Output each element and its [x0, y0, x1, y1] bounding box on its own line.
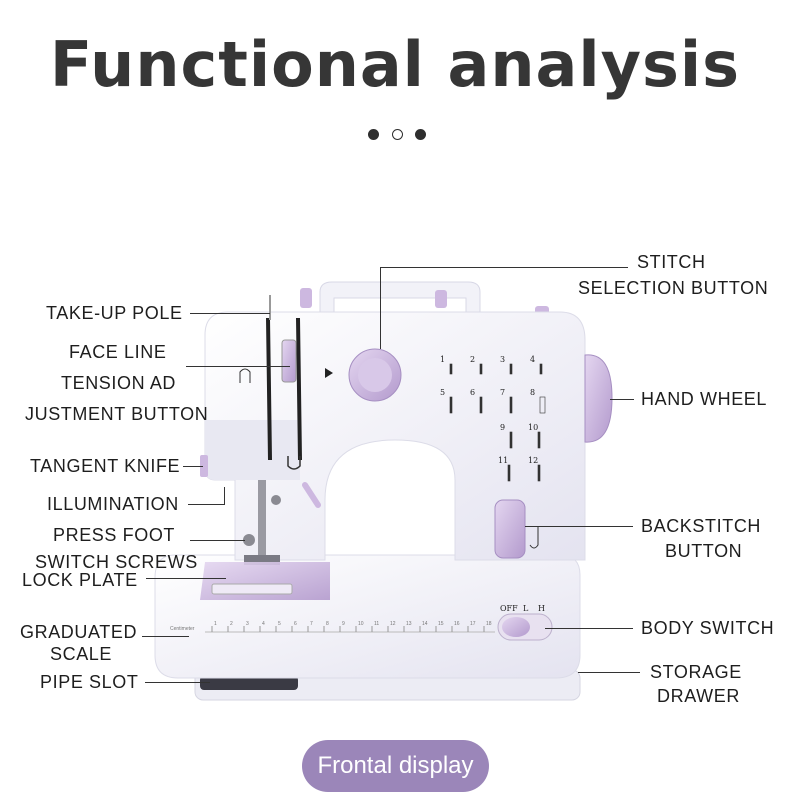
label-face-line: FACE LINE [69, 342, 167, 362]
stitch-pattern-icon [537, 464, 541, 482]
leader-line [380, 267, 628, 268]
ruler-number: 5 [278, 621, 281, 627]
leader-line [578, 672, 640, 673]
stitch-number: 1 [440, 355, 445, 364]
pager-dot-active[interactable] [392, 129, 403, 140]
stitch-pattern-icon [509, 431, 513, 449]
stitch-number: 11 [498, 456, 508, 465]
stitch-number: 6 [470, 388, 475, 397]
ruler-unit: Centimeter [170, 626, 195, 632]
leader-line [545, 628, 633, 629]
label-press-foot: PRESS FOOT [53, 525, 176, 545]
leader-line [380, 267, 381, 349]
leader-line [142, 636, 189, 637]
stitch-number: 8 [530, 388, 535, 397]
tangent-knife [200, 455, 208, 477]
ruler-number: 1 [214, 621, 217, 627]
ruler-number: 18 [486, 621, 492, 627]
stitch-number: 3 [500, 355, 505, 364]
stitch-pattern-icon [509, 363, 513, 375]
label-body-switch: BODY SWITCH [641, 618, 775, 638]
ruler-number: 13 [406, 621, 412, 627]
label-lock-plate: LOCK PLATE [22, 570, 138, 590]
leader-line [525, 526, 633, 527]
switch-label-off: OFF [500, 604, 518, 613]
ruler-number: 11 [374, 621, 379, 627]
label-take-up-pole: TAKE-UP POLE [46, 303, 183, 323]
hand-wheel [584, 354, 613, 443]
leader-line [183, 466, 203, 467]
ruler-number: 15 [438, 621, 444, 627]
tension-knob [281, 339, 297, 383]
ruler-number: 16 [454, 621, 460, 627]
needle-bar [258, 480, 266, 560]
stitch-pattern-icon [449, 396, 453, 414]
label-storage: STORAGE [650, 662, 742, 682]
leader-line [188, 504, 225, 505]
label-button: BUTTON [665, 541, 743, 561]
label-stitch: STITCH [637, 252, 706, 272]
label-tension: TENSION AD [61, 373, 177, 393]
stitch-number: 5 [440, 388, 445, 397]
label-scale: SCALE [50, 644, 113, 664]
label-graduated: GRADUATED [20, 622, 138, 642]
pipe-slot [200, 676, 298, 690]
label-switch-screws: SWITCH SCREWS [35, 552, 198, 572]
ruler-number: 10 [358, 621, 364, 627]
ruler-number: 14 [422, 621, 428, 627]
ruler-number: 9 [342, 621, 345, 627]
carry-handle [319, 281, 481, 313]
stitch-number: 7 [500, 388, 505, 397]
ruler-number: 2 [230, 621, 233, 627]
pager-dot[interactable] [415, 129, 426, 140]
press-foot-screw [243, 534, 255, 546]
ruler-number: 17 [470, 621, 476, 627]
leader-line [146, 578, 226, 579]
pager-dot[interactable] [368, 129, 379, 140]
ruler-number: 8 [326, 621, 329, 627]
page-title: Functional analysis [49, 28, 741, 101]
stitch-number: 4 [530, 355, 535, 364]
stitch-pattern-icon [449, 363, 453, 375]
stitch-number: 12 [528, 456, 538, 465]
label-tangent-knife: TANGENT KNIFE [30, 456, 181, 476]
stitch-pattern-icon [537, 431, 541, 449]
label-drawer: DRAWER [657, 686, 740, 706]
ruler-number: 3 [246, 621, 249, 627]
stitch-pattern-icon [507, 464, 511, 482]
ruler-number: 6 [294, 621, 297, 627]
stitch-pattern-icon [479, 363, 483, 375]
leader-line [145, 682, 210, 683]
label-adjustment-button: JUSTMENT BUTTON [25, 404, 209, 424]
label-selection-button: SELECTION BUTTON [578, 278, 769, 298]
stitch-number: 2 [470, 355, 475, 364]
label-pipe-slot: PIPE SLOT [40, 672, 139, 692]
stitch-pattern-icon [539, 363, 543, 375]
leader-line [186, 366, 290, 367]
label-illumination: ILLUMINATION [47, 494, 179, 514]
stitch-number: 10 [528, 423, 538, 432]
leader-line [190, 540, 245, 541]
label-hand-wheel: HAND WHEEL [641, 389, 768, 409]
stitch-pattern-icon [539, 396, 546, 414]
switch-label-h: H [538, 604, 545, 613]
stitch-pattern-icon [509, 396, 513, 414]
switch-label-l: L [523, 604, 529, 613]
thread-path [266, 317, 302, 461]
stitch-pattern-icon [479, 396, 483, 414]
leader-line [190, 313, 270, 314]
spool-pin [300, 288, 312, 308]
leader-line [610, 399, 634, 400]
ruler-number: 12 [390, 621, 396, 627]
press-foot [244, 555, 280, 565]
label-backstitch: BACKSTITCH [641, 516, 762, 536]
leader-line [224, 487, 225, 504]
backstitch-button [494, 499, 526, 559]
stitch-number: 9 [500, 423, 505, 432]
ruler-number: 7 [310, 621, 313, 627]
frontal-display-button[interactable]: Frontal display [302, 740, 489, 792]
ruler-number: 4 [262, 621, 265, 627]
